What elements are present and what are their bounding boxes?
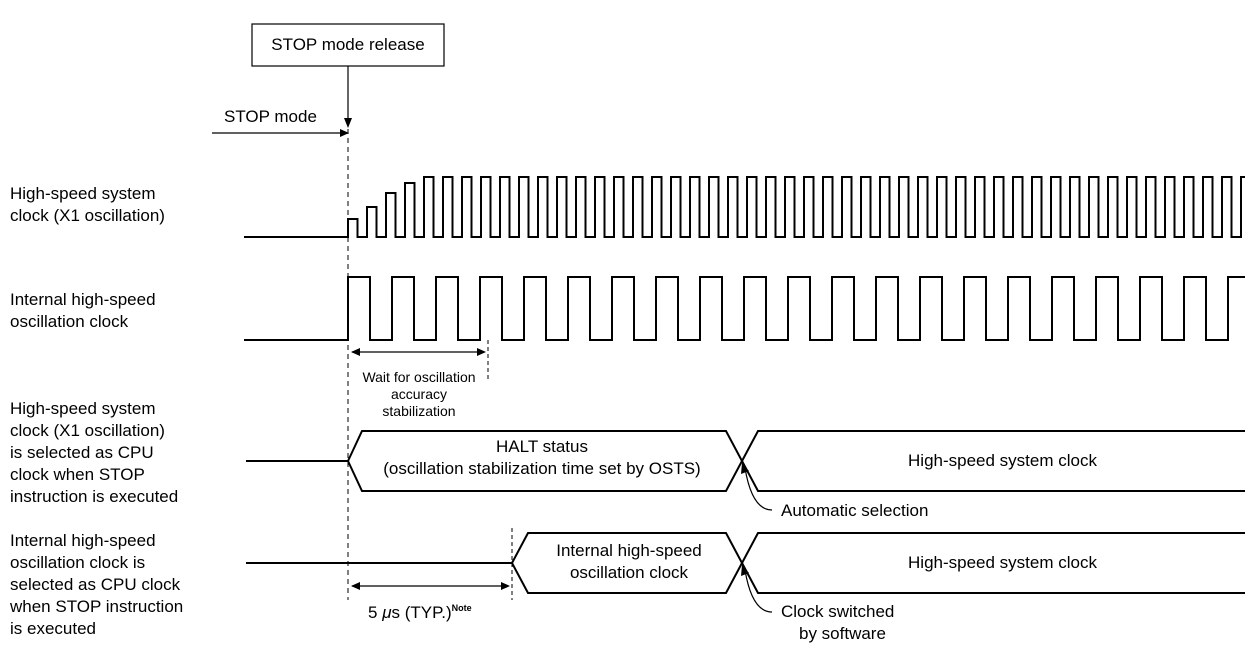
automatic-selection-arrowhead — [741, 463, 749, 474]
release-arrowhead — [344, 118, 352, 128]
high-speed-system-clock-1: High-speed system clock — [908, 451, 1097, 470]
clock-switched-curve — [744, 569, 773, 613]
halt-status-label: HALT status(oscillation stabilization ti… — [383, 437, 701, 478]
time-arrowhead-right — [501, 582, 510, 590]
internal-clock-waveform — [244, 276, 1245, 341]
stop-mode-arrowhead — [340, 129, 349, 137]
time-label: 5 μs (TYP.)Note — [368, 603, 472, 622]
cpu-int-high-bus — [740, 532, 1245, 594]
automatic-selection-label: Automatic selection — [781, 501, 929, 520]
wait-arrowhead-right — [477, 348, 486, 356]
release-box-label: STOP mode release — [271, 35, 425, 54]
time-arrowhead-left — [351, 582, 360, 590]
cpu-x1-high-bus — [740, 430, 1245, 492]
clock-switched-arrowhead — [741, 565, 749, 576]
high-speed-system-clock-2: High-speed system clock — [908, 553, 1097, 572]
stop-mode-label: STOP mode — [224, 107, 317, 126]
wait-arrowhead-left — [351, 348, 360, 356]
x1-clock-waveform — [244, 176, 1245, 238]
automatic-selection-curve — [744, 467, 773, 511]
